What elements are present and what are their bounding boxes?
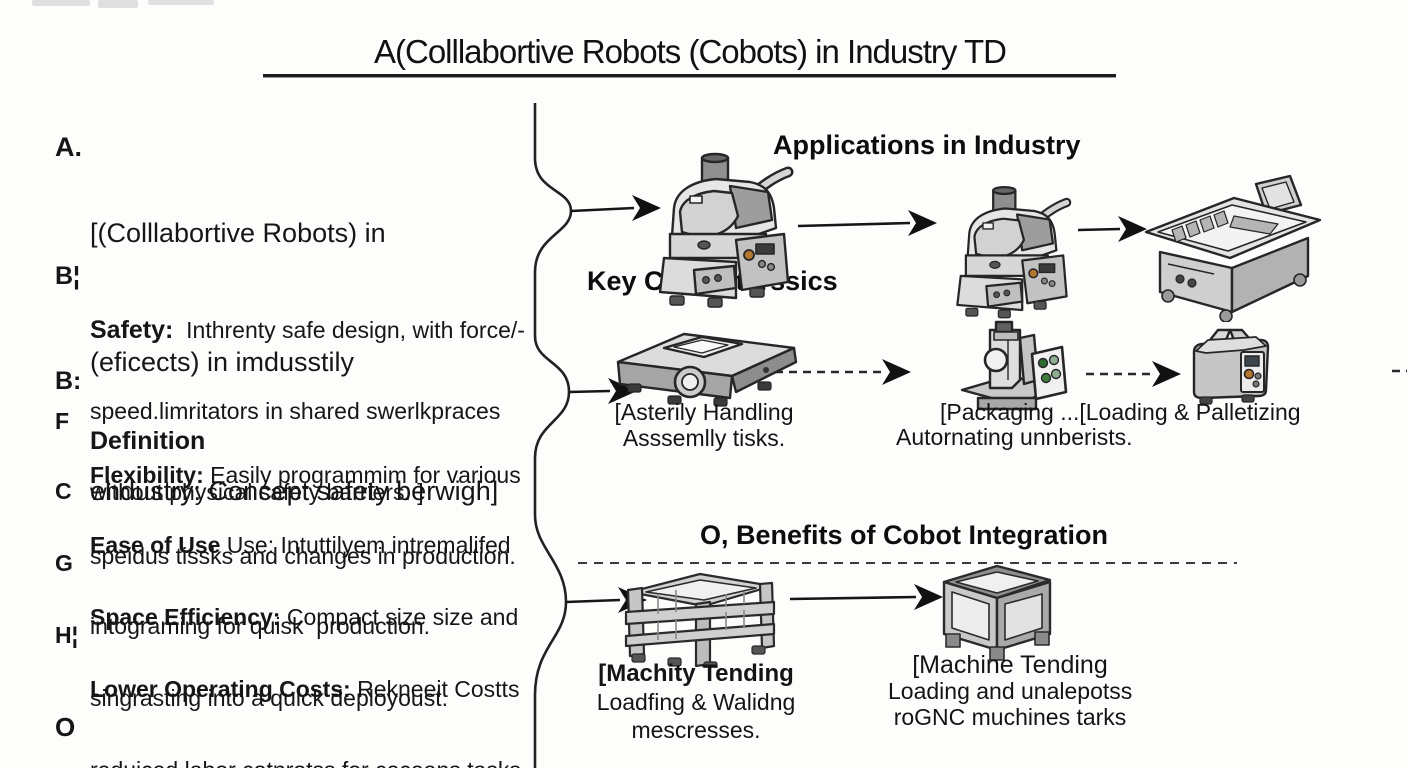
page-title: A(Colllabortive Robots (Cobots) in Indus… xyxy=(374,33,1007,70)
item-label: C xyxy=(55,478,72,504)
arrowhead xyxy=(1152,361,1181,387)
arrowhead xyxy=(882,359,911,385)
packaging-device-icon xyxy=(960,320,1068,411)
item-text: Flexibility: Easily programmim for vario… xyxy=(90,462,521,569)
frame-crate-icon xyxy=(624,572,776,668)
arrowhead xyxy=(608,378,637,404)
heading-benefits: O, Benefits of Cobot Integration xyxy=(700,520,1108,550)
list-item-ease-of-use: C Ease of Use Use: Intuttilyem intremali… xyxy=(55,478,511,694)
heading-applications: Applications in Industry xyxy=(773,130,1081,160)
printer-machine-icon xyxy=(1144,174,1322,322)
list-item-safety: B¦ Safety: Inthrenty safe design, with f… xyxy=(55,263,525,560)
caption-packaging-line2: Autornating unnberists. xyxy=(896,424,1133,450)
item-label: A. xyxy=(55,132,82,162)
item-label: H¦ xyxy=(55,622,79,648)
caption-packaging-line1: [Packaging ...[Loading & Palletizing xyxy=(940,399,1301,425)
arrowhead xyxy=(632,195,661,221)
arrowhead xyxy=(914,584,943,610)
list-item-lower-costs: H¦ Lower Operating Costs: Rekneeit Costt… xyxy=(55,622,521,768)
item-text: Definition xyxy=(90,427,206,455)
item-label: B: xyxy=(55,367,82,395)
list-item-definition: B: Definition xyxy=(55,366,205,516)
cobot-machine-icon xyxy=(658,152,794,308)
item-label: G xyxy=(55,550,73,576)
item-text: [(Colllabortive Robots) in (eficects) in… xyxy=(90,218,499,506)
item-text: Ease of Use Use: Intuttilyem intremalife… xyxy=(90,532,511,639)
list-item-agility: O Agility & Scalabiny: Quick recrofgırar… xyxy=(55,714,534,768)
solid-crate-icon xyxy=(942,564,1052,661)
title-underline xyxy=(263,74,1116,78)
caption-assembly: [Asterily Handling Asssemlly tisks. xyxy=(614,399,794,451)
list-item-flexibility: F Flexibility: Easily programmim for var… xyxy=(55,408,521,624)
caption-machity-tending: [Machity Tending Loadfing & Walidng mesc… xyxy=(596,660,796,743)
item-text: Lower Operating Costs: Rekneeit Costts r… xyxy=(90,676,521,768)
list-item-space-efficiency: G Space Efficiency: Compact size size an… xyxy=(55,550,518,766)
cropped-text-artifact xyxy=(32,0,90,6)
item-label: F xyxy=(55,408,70,434)
cobot-machine-icon xyxy=(956,186,1072,319)
cropped-text-artifact xyxy=(98,0,138,8)
list-item-a: A. [(Colllabortive Robots) in (eficects)… xyxy=(55,126,498,599)
item-text: Space Efficiency: Compact size size and … xyxy=(90,604,519,711)
item-label: O xyxy=(55,712,76,742)
assembly-device-icon xyxy=(616,332,798,407)
arrowhead xyxy=(1118,216,1147,242)
caption-machine-tending: [Machine Tending Loading and unalepotss … xyxy=(888,651,1133,730)
item-label: B¦ xyxy=(55,262,81,290)
branch-spine xyxy=(533,103,573,768)
cropped-text-artifact xyxy=(148,0,214,5)
palletizing-device-icon xyxy=(1192,328,1270,405)
arrowhead xyxy=(908,210,937,236)
item-text: Safety: Inthrenty safe design, with forc… xyxy=(90,316,525,506)
